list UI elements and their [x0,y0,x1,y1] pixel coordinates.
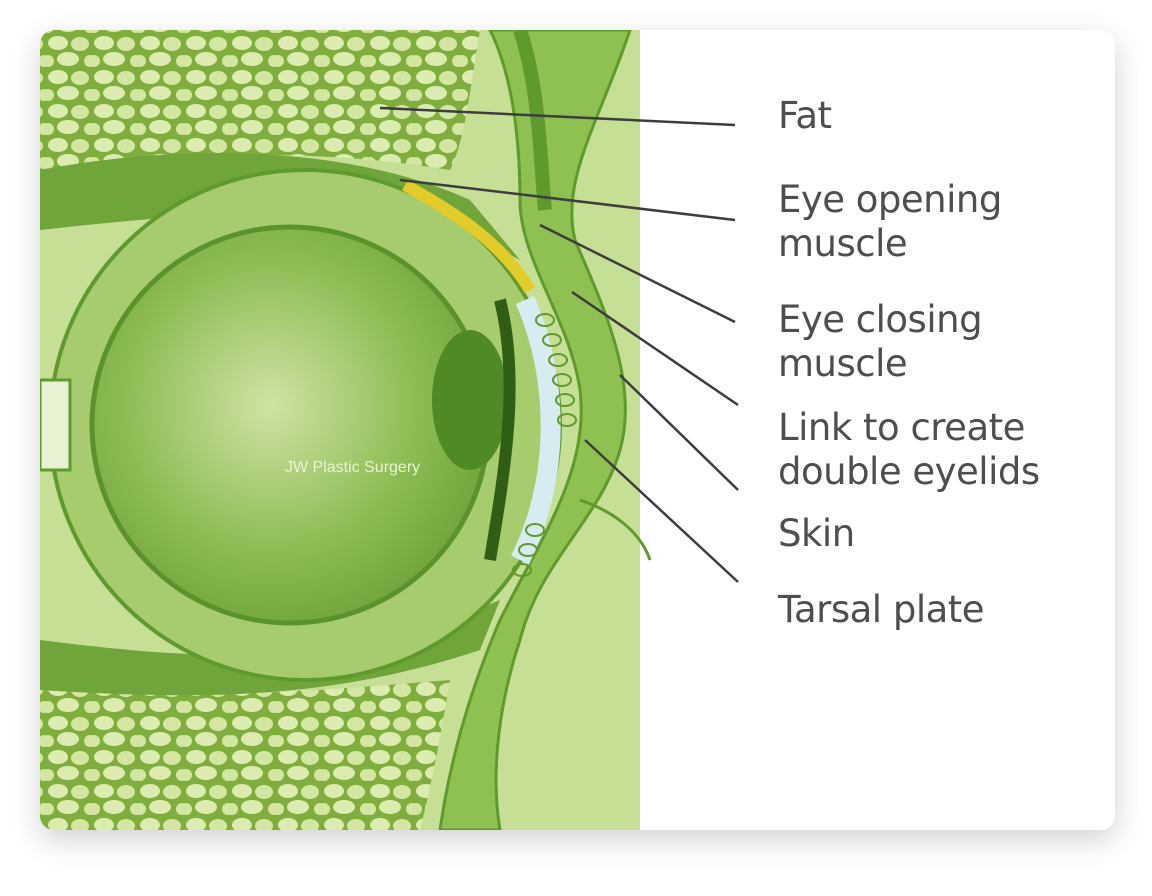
label-line: muscle [778,342,908,385]
eye-cross-section-illustration: JW Plastic Surgery [40,30,739,830]
leader-line-fat [379,106,736,127]
label-double-eyelid-link: Link to create double eyelids [778,406,1040,494]
leader-line-tarsal [584,439,739,583]
cornea [511,295,561,565]
eye-opening-muscle-band [402,179,536,294]
tarsal-plate-shape [512,313,577,577]
iris [484,298,516,561]
lower-muscle [40,600,500,696]
label-fat-text: Fat [778,94,832,137]
leader-lines [379,106,739,583]
lens [432,330,508,470]
upper-fat-pad [40,30,480,170]
leader-line-eye-closing [539,223,736,324]
label-line: Eye opening [778,178,1002,221]
eyelashes [579,498,652,561]
eyeball-interior [89,224,491,626]
eyelid-skin [438,30,632,830]
label-skin: Skin [778,512,855,556]
label-line: Eye closing [778,298,983,341]
label-line: muscle [778,222,908,265]
label-fat: Fat [778,94,832,138]
label-eye-opening-muscle: Eye opening muscle [778,178,1002,266]
label-skin-text: Skin [778,512,855,555]
eye-anatomy-card: JW Plastic Surgery Fat Eye opening muscl… [40,30,1115,830]
leader-line-link [571,290,739,407]
watermark: JW Plastic Surgery [285,459,420,476]
leader-line-eye-opening [399,178,736,222]
label-tarsal-plate: Tarsal plate [778,588,985,632]
leader-line-skin [619,374,739,491]
label-tarsal-text: Tarsal plate [778,588,985,631]
lower-fat-pad [40,680,450,830]
label-line: double eyelids [778,450,1040,493]
label-eye-closing-muscle: Eye closing muscle [778,298,983,386]
label-line: Link to create [778,406,1025,449]
